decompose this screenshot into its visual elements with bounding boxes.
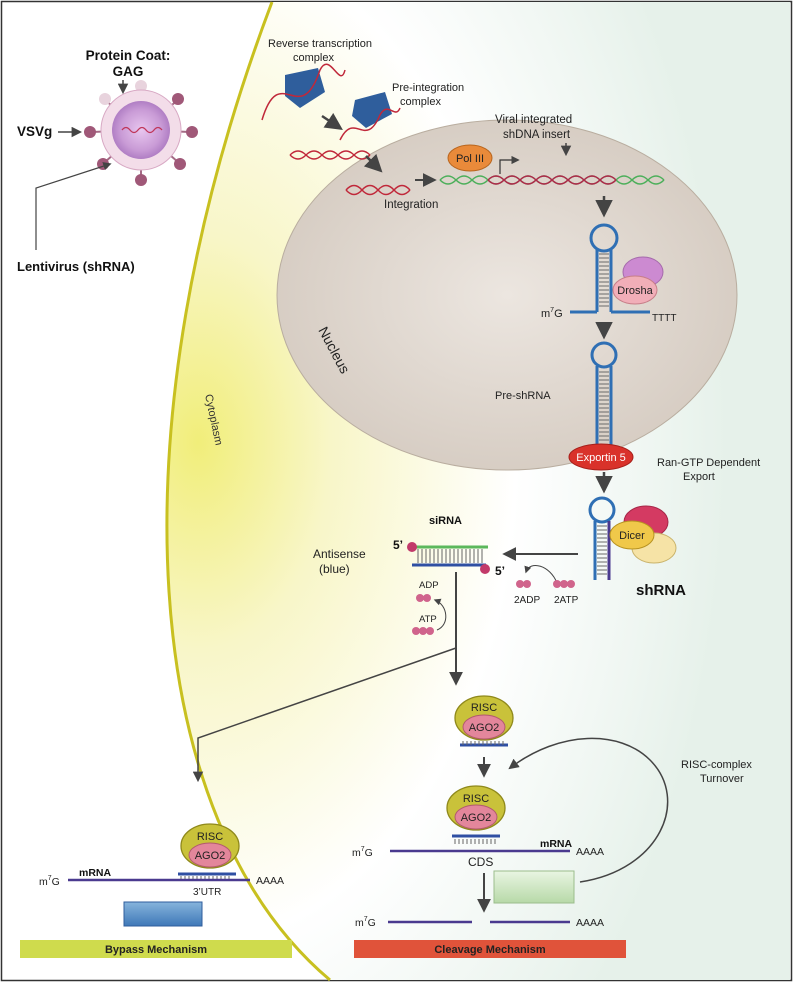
cleavage-mechanism-bar bbox=[354, 940, 626, 958]
pic-arrow bbox=[363, 153, 383, 173]
two-atp-molecules bbox=[553, 580, 575, 588]
ago2-label-cleavage: AGO2 bbox=[461, 812, 492, 824]
mrna-label-cleavage: mRNA bbox=[540, 838, 573, 850]
atp-hydrolysis-arrow bbox=[433, 598, 447, 631]
rt-rna-strand bbox=[261, 63, 346, 121]
rt-arrow bbox=[321, 112, 343, 130]
bypass-mechanism-label: Bypass Mechanism bbox=[105, 944, 207, 956]
translation-block-box bbox=[123, 901, 203, 927]
primary-hairpin bbox=[570, 223, 650, 314]
nucleus bbox=[276, 119, 738, 471]
pre-shrna-hairpin bbox=[590, 341, 618, 448]
transcription-start-arrow bbox=[499, 155, 520, 174]
antisense-label-2: (blue) bbox=[319, 562, 350, 576]
viral-insert-label-2: shDNA insert bbox=[503, 129, 571, 141]
protein-coat-label: Protein Coat: bbox=[86, 48, 171, 63]
pic-label-2: complex bbox=[400, 96, 441, 108]
exportin-label: Exportin 5 bbox=[576, 452, 626, 464]
bypass-path-arrow bbox=[192, 647, 457, 783]
pic-label: Pre-integration bbox=[392, 82, 464, 94]
drosha-label: Drosha bbox=[617, 285, 653, 297]
lentivirus-arrow bbox=[35, 162, 112, 250]
m7g-label-3: m7G bbox=[355, 916, 376, 929]
risc-complex-bypass bbox=[178, 823, 240, 880]
mrna-label-bypass: mRNA bbox=[79, 867, 112, 879]
pol3-label: Pol III bbox=[456, 153, 484, 165]
cds-label: CDS bbox=[468, 855, 493, 869]
two-atp-label: 2ATP bbox=[554, 595, 579, 606]
aaaa-label-1: AAAA bbox=[256, 875, 284, 887]
aaaa-label-2: AAAA bbox=[576, 846, 604, 858]
rt-complex-shape bbox=[285, 68, 325, 108]
shrna-hairpin bbox=[588, 496, 616, 580]
pic-dna-strand bbox=[339, 107, 401, 141]
adp-molecule bbox=[416, 594, 431, 602]
rt-complex-label: Reverse transcription bbox=[268, 38, 372, 50]
gag-label: GAG bbox=[113, 64, 144, 79]
pic-shape bbox=[352, 92, 392, 128]
dsdna-helix-2 bbox=[345, 184, 411, 196]
rt-complex-label-2: complex bbox=[293, 52, 334, 64]
dsdna-helix-1 bbox=[289, 150, 371, 160]
pol3-enzyme bbox=[447, 144, 493, 172]
bypass-mechanism-bar bbox=[20, 940, 292, 958]
cell-membrane bbox=[165, 1, 331, 982]
pre-shrna-label: Pre-shRNA bbox=[495, 390, 551, 402]
turnover-label: RISC-complex bbox=[681, 759, 752, 771]
drosha-enzyme bbox=[612, 275, 658, 305]
ran-gtp-label-2: Export bbox=[683, 471, 715, 483]
tttt-label: TTTT bbox=[652, 313, 676, 324]
atp-label: ATP bbox=[419, 614, 437, 625]
atp-molecule bbox=[412, 627, 434, 635]
shrna-label: shRNA bbox=[636, 582, 686, 599]
m7g-label-1: m7G bbox=[541, 307, 563, 320]
five-prime-label-2: 5’ bbox=[495, 564, 505, 578]
m7g-label-4: m7G bbox=[39, 875, 60, 888]
lentivirus-label: Lentivirus (shRNA) bbox=[17, 259, 135, 274]
risc-complex-cleavage bbox=[446, 785, 506, 844]
risc-complex-top bbox=[454, 695, 514, 747]
atp-to-adp-arrow bbox=[524, 564, 558, 584]
integration-label: Integration bbox=[384, 199, 438, 211]
integrated-dna bbox=[439, 175, 665, 185]
viral-insert-label: Viral integrated bbox=[495, 114, 572, 126]
two-adp-label: 2ADP bbox=[514, 595, 540, 606]
sirna-duplex bbox=[407, 542, 490, 574]
five-prime-label-1: 5’ bbox=[393, 538, 403, 552]
sirna-label: siRNA bbox=[429, 515, 462, 527]
antisense-label: Antisense bbox=[313, 547, 366, 561]
cleavage-mechanism-label: Cleavage Mechanism bbox=[434, 944, 545, 956]
dicer-label: Dicer bbox=[619, 530, 645, 542]
ago2-label-top: AGO2 bbox=[469, 722, 500, 734]
risc-label-bypass: RISC bbox=[197, 831, 223, 843]
adp-label: ADP bbox=[419, 580, 439, 591]
lentivirus-particle bbox=[84, 80, 198, 186]
ago2-label-bypass: AGO2 bbox=[195, 850, 226, 862]
two-adp-molecules bbox=[516, 580, 531, 588]
risc-label-cleavage: RISC bbox=[463, 793, 489, 805]
vsvg-label: VSVg bbox=[17, 124, 52, 139]
dicer-enzyme bbox=[609, 520, 655, 550]
aaaa-label-3: AAAA bbox=[576, 917, 604, 929]
m7g-label-2: m7G bbox=[352, 846, 373, 859]
risc-label-top: RISC bbox=[471, 702, 497, 714]
turnover-arrow bbox=[508, 737, 669, 883]
cleavage-box bbox=[493, 870, 575, 904]
utr-label: 3’UTR bbox=[193, 887, 221, 898]
turnover-label-2: Turnover bbox=[700, 773, 744, 785]
ran-gtp-label: Ran-GTP Dependent bbox=[657, 457, 760, 469]
exportin-5 bbox=[568, 443, 634, 471]
